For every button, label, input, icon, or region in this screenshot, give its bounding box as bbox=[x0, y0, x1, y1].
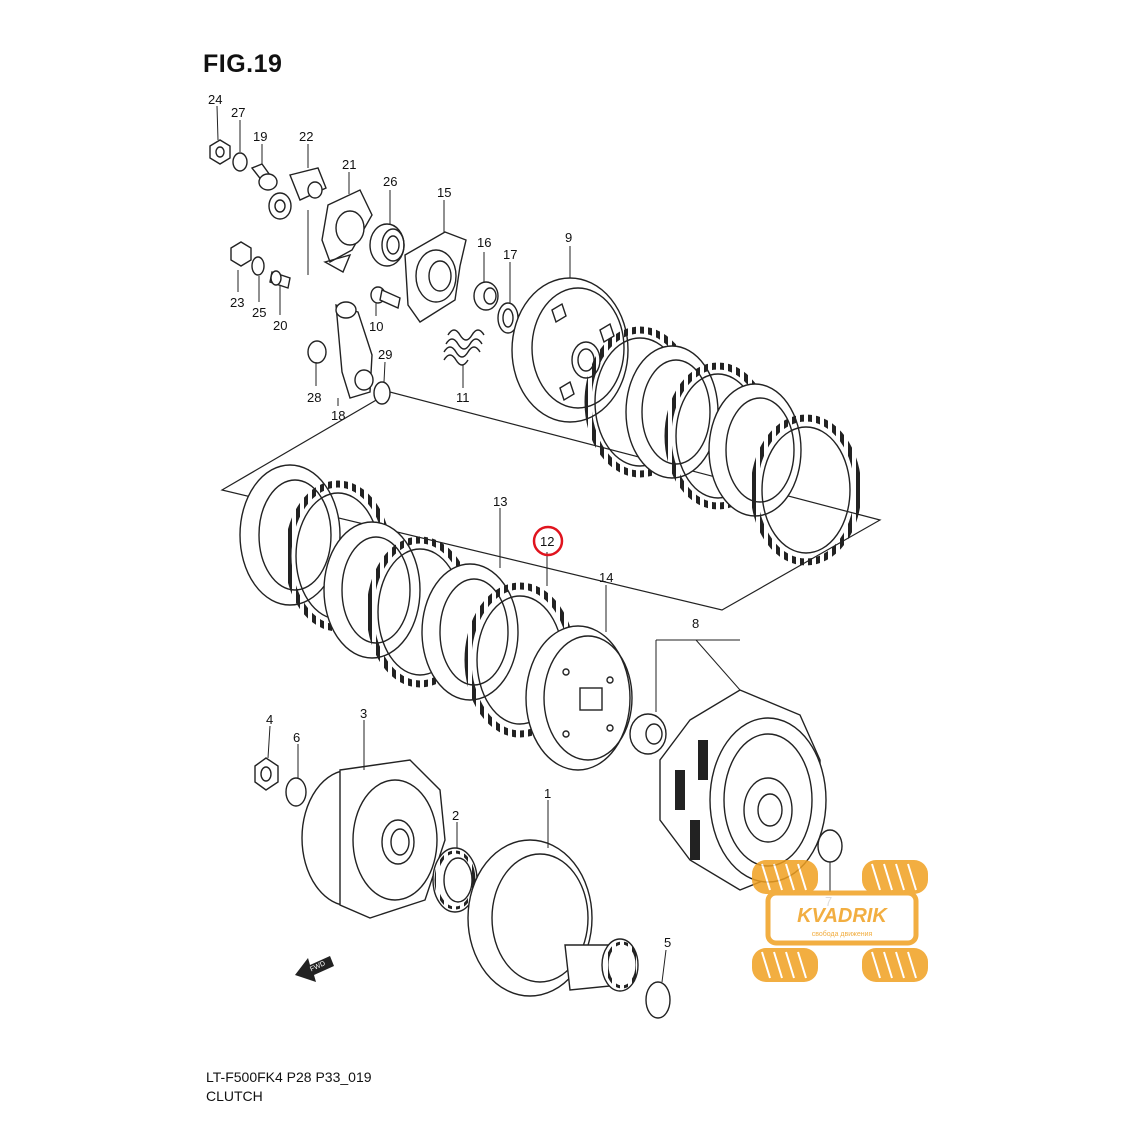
figure-code: LT-F500FK4 P28 P33_019 bbox=[206, 1069, 372, 1085]
part-16-cup[interactable] bbox=[473, 281, 499, 311]
callout-20: 20 bbox=[273, 318, 287, 333]
clutch-plate-upper-4[interactable] bbox=[708, 383, 802, 517]
callout-11: 11 bbox=[456, 390, 470, 405]
callout-15: 15 bbox=[437, 185, 451, 200]
callout-3: 3 bbox=[360, 706, 367, 721]
part-17-washer[interactable] bbox=[497, 302, 519, 334]
part-18-lever[interactable] bbox=[335, 301, 374, 399]
part-15-pressure-flange[interactable] bbox=[404, 231, 467, 323]
kvadrik-logo-watermark: KVADRIK свобода движения bbox=[752, 860, 928, 982]
part-25-washer[interactable] bbox=[251, 256, 265, 276]
leader-lines bbox=[216, 105, 831, 983]
callout-22: 22 bbox=[299, 129, 313, 144]
part-8-clutch-housing[interactable] bbox=[629, 689, 827, 891]
callout-25: 25 bbox=[252, 305, 266, 320]
part-26-bearing[interactable] bbox=[369, 223, 405, 267]
callout-23: 23 bbox=[230, 295, 244, 310]
callout-16: 16 bbox=[477, 235, 491, 250]
part-14-clutch-plate[interactable] bbox=[525, 625, 633, 771]
callout-18: 18 bbox=[331, 408, 345, 423]
part-22-joint[interactable] bbox=[268, 167, 327, 220]
part-20-bolt[interactable] bbox=[269, 270, 291, 289]
part-3-one-way-clutch[interactable] bbox=[301, 759, 446, 919]
clutch-plate-upper-5[interactable] bbox=[750, 414, 862, 566]
callout-12[interactable]: 12 bbox=[540, 534, 554, 549]
part-28-washer[interactable] bbox=[307, 340, 327, 364]
part-6-washer[interactable] bbox=[285, 777, 307, 807]
plate-group-outline bbox=[220, 391, 882, 611]
callout-9: 9 bbox=[565, 230, 572, 245]
callout-14: 14 bbox=[599, 570, 613, 585]
part-4-nut[interactable] bbox=[254, 757, 279, 791]
callout-19: 19 bbox=[253, 129, 267, 144]
part-10-bolt[interactable] bbox=[370, 286, 401, 309]
part-23-nut[interactable] bbox=[230, 241, 252, 267]
callout-6: 6 bbox=[293, 730, 300, 745]
part-27-washer[interactable] bbox=[232, 152, 248, 172]
part-12-highlight-ring bbox=[532, 525, 564, 557]
fwd-arrow-icon: FWD bbox=[295, 956, 334, 982]
callout-13: 13 bbox=[493, 494, 507, 509]
callout-26: 26 bbox=[383, 174, 397, 189]
logo-tagline: свобода движения bbox=[812, 930, 873, 938]
part-29-circlip[interactable] bbox=[373, 381, 391, 405]
callout-28: 28 bbox=[307, 390, 321, 405]
logo-brand: KVADRIK bbox=[797, 905, 888, 927]
part-7-washer[interactable] bbox=[817, 829, 843, 863]
part-1-primary-gear[interactable] bbox=[467, 839, 639, 997]
part-21-release-cam[interactable] bbox=[321, 189, 373, 273]
callout-4: 4 bbox=[266, 712, 273, 727]
callout-17: 17 bbox=[503, 247, 517, 262]
part-19-bolt[interactable] bbox=[250, 163, 278, 191]
callout-24: 24 bbox=[208, 92, 222, 107]
figure-name: CLUTCH bbox=[206, 1088, 263, 1104]
callout-5: 5 bbox=[664, 935, 671, 950]
callout-29: 29 bbox=[378, 347, 392, 362]
part-5-washer[interactable] bbox=[645, 981, 671, 1019]
callout-21: 21 bbox=[342, 157, 356, 172]
callout-2: 2 bbox=[452, 808, 459, 823]
callout-27: 27 bbox=[231, 105, 245, 120]
callout-1: 1 bbox=[544, 786, 551, 801]
part-24-nut[interactable] bbox=[209, 139, 231, 165]
callout-10: 10 bbox=[369, 319, 383, 334]
part-11-springs[interactable] bbox=[443, 329, 485, 366]
part-9-pressure-plate[interactable] bbox=[511, 277, 629, 423]
callout-8: 8 bbox=[692, 616, 699, 631]
figure-title: FIG.19 bbox=[203, 50, 283, 78]
